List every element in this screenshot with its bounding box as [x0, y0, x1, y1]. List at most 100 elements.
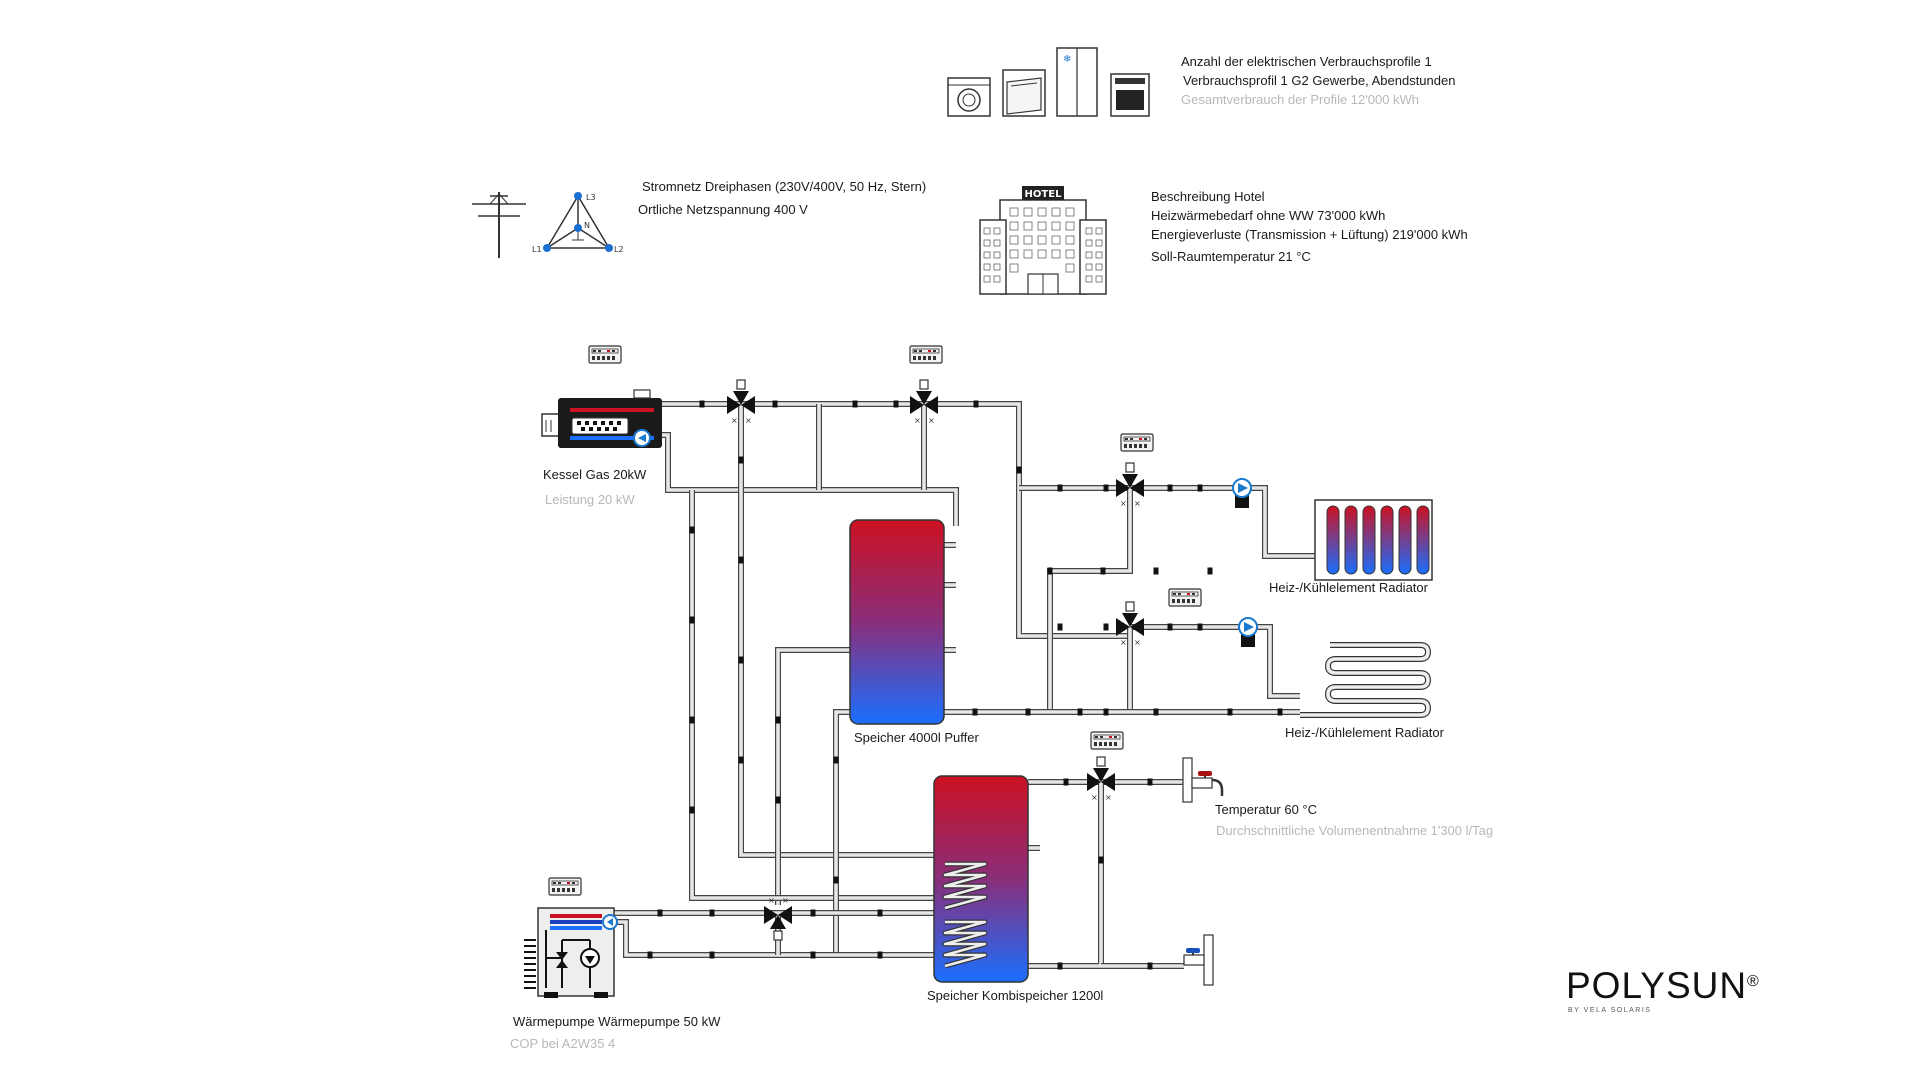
pipe-segment-inner-1: [662, 402, 1130, 638]
brand-registered: ®: [1747, 973, 1759, 990]
heat-pump[interactable]: [524, 907, 618, 998]
gas-boiler[interactable]: [541, 389, 662, 448]
sensor-18: [1197, 623, 1203, 631]
sensor-20: [1025, 708, 1031, 716]
hot-water-tap[interactable]: [1182, 757, 1224, 803]
phase-label-l3: L3: [586, 193, 596, 202]
sensor-47: [1147, 778, 1153, 786]
brand-name: POLYSUN: [1566, 965, 1747, 1006]
pipe-segment-inner-16: [834, 710, 850, 955]
pipe-segment-inner-8: [1130, 625, 1300, 698]
pipe-segment-8: [1130, 624, 1300, 699]
radiator-1[interactable]: [1314, 499, 1433, 581]
buffer-label: Speicher 4000l Puffer: [854, 730, 979, 745]
pipe-segment-inner-15: [690, 490, 934, 900]
sensor-1: [699, 400, 705, 408]
sensor-27: [689, 616, 695, 624]
pump-radiator-1[interactable]: [1232, 478, 1252, 508]
sensor-14: [1207, 567, 1213, 575]
sensor-26: [689, 526, 695, 534]
sensor-46: [1063, 778, 1069, 786]
buffer-tank[interactable]: [849, 519, 945, 725]
combi-label: Speicher Kombispeicher 1200l: [927, 988, 1103, 1003]
boiler-label: Kessel Gas 20kW: [543, 467, 647, 482]
phase-label-n: N: [584, 221, 590, 230]
building-room-temp: Soll-Raumtemperatur 21 °C: [1151, 249, 1311, 264]
sensor-45: [877, 951, 883, 959]
pipe-segment-6: [1019, 485, 1315, 559]
sensor-8: [1103, 484, 1109, 492]
combi-coil-lower-inner: [943, 920, 987, 968]
sensor-43: [709, 951, 715, 959]
consumption-count: Anzahl der elektrischen Verbrauchsprofil…: [1181, 54, 1432, 69]
pipe-segment-inner-7: [1048, 488, 1132, 712]
svg-text:❄: ❄: [1063, 54, 1071, 65]
sensor-17: [1167, 623, 1173, 631]
building-losses: Energieverluste (Transmission + Lüftung)…: [1151, 227, 1468, 242]
building-heat-demand: Heizwärmebedarf ohne WW 73'000 kWh: [1151, 208, 1385, 223]
pipe-segment-inner-3: [739, 404, 934, 857]
sensor-33: [738, 756, 744, 764]
svg-text:×: ×: [768, 896, 775, 905]
sensor-9: [1167, 484, 1173, 492]
pipe-segment-inner-2: [662, 433, 958, 526]
phase-label-l1: L1: [532, 245, 542, 254]
svg-text:×: ×: [782, 896, 789, 905]
sensor-16: [1103, 623, 1109, 631]
sensor-22: [1103, 708, 1109, 716]
sensor-36: [775, 716, 781, 724]
sensor-28: [689, 716, 695, 724]
pipe-segment-inner-19: [1028, 782, 1103, 968]
sensor-12: [1100, 567, 1106, 575]
sensor-37: [775, 796, 781, 804]
sensor-29: [689, 806, 695, 814]
heatpump-label: Wärmepumpe Wärmepumpe 50 kW: [513, 1014, 721, 1029]
sensor-2: [772, 400, 778, 408]
cold-water-inlet[interactable]: [1183, 934, 1214, 986]
phase-label-l2: L2: [614, 245, 624, 254]
sensor-19: [972, 708, 978, 716]
sensor-48: [1057, 962, 1063, 970]
washing-machine-icon: [947, 77, 991, 117]
radiator2-label: Heiz-/Kühlelement Radiator: [1285, 725, 1445, 740]
hotel-sign: HOTEL: [1025, 189, 1063, 200]
grid-voltage: Ortliche Netzspannung 400 V: [638, 202, 808, 217]
controller-panel-heatpump[interactable]: [548, 877, 582, 896]
combi-tank[interactable]: [933, 775, 1029, 983]
three-phase-star-icon: L3 L1 L2 N: [532, 192, 624, 254]
pipe-segment-14: [775, 647, 850, 905]
sensor-32: [738, 656, 744, 664]
valve-heatpump[interactable]: × ×: [764, 896, 792, 941]
sensor-39: [709, 909, 715, 917]
radiator1-label: Heiz-/Kühlelement Radiator: [1269, 580, 1429, 595]
controller-panel-dhw[interactable]: [1090, 731, 1124, 750]
boiler-sub: Leistung 20 kW: [545, 492, 635, 507]
combi-coil-upper-inner: [943, 862, 987, 910]
dhw-label: Temperatur 60 °C: [1215, 802, 1317, 817]
sensor-6: [1016, 466, 1022, 474]
pipe-segment-16: [833, 709, 850, 955]
pipe-segment-19: [1028, 782, 1104, 969]
sensor-15: [1057, 623, 1063, 631]
radiator-2[interactable]: [1300, 642, 1432, 718]
controller-panel-boiler[interactable]: [588, 345, 622, 364]
sensor-30: [738, 456, 744, 464]
controller-panel-radiator1[interactable]: [1120, 433, 1154, 452]
sensor-38: [657, 909, 663, 917]
sensor-5: [973, 400, 979, 408]
oven-icon: [1110, 73, 1150, 117]
controller-panel-radiator2[interactable]: [1168, 588, 1202, 607]
sensor-25: [1277, 708, 1283, 716]
sensor-40: [810, 909, 816, 917]
sensor-35: [833, 876, 839, 884]
consumption-profile: Verbrauchsprofil 1 G2 Gewerbe, Abendstun…: [1183, 73, 1455, 88]
pump-radiator-2[interactable]: [1238, 617, 1258, 647]
sensor-21: [1077, 708, 1083, 716]
controller-panel-mixer[interactable]: [909, 345, 943, 364]
pipe-segment-inner-6: [1019, 486, 1315, 558]
sensor-31: [738, 556, 744, 564]
sensor-13: [1153, 567, 1159, 575]
sensor-4: [893, 400, 899, 408]
sensor-7: [1057, 484, 1063, 492]
